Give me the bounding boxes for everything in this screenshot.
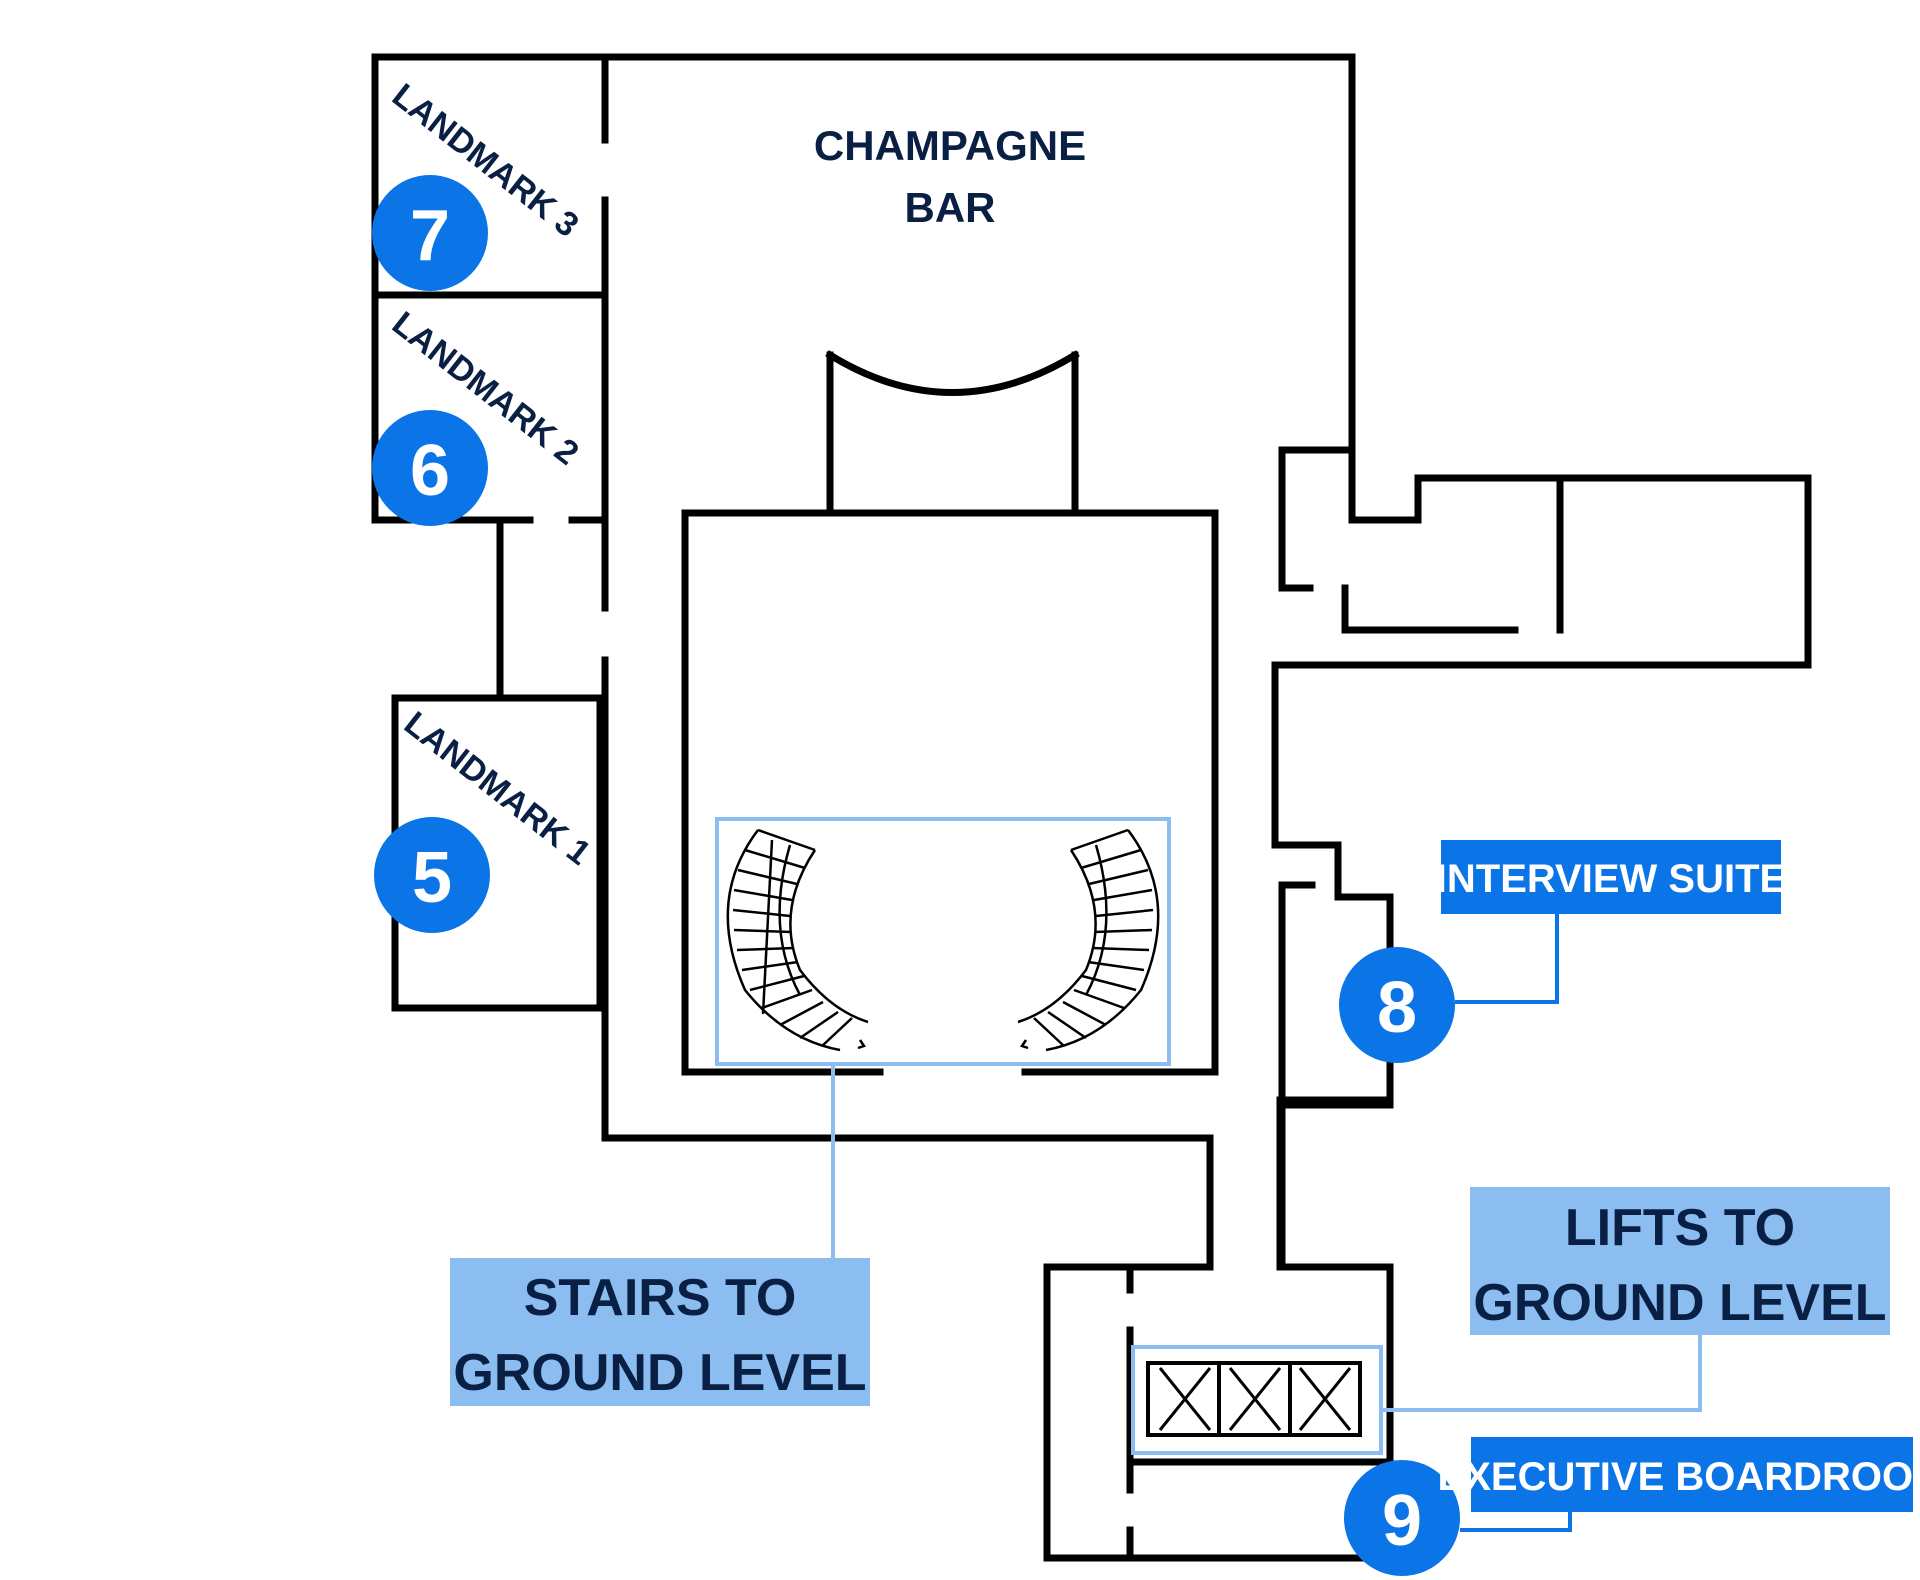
lifts-leader-line <box>1381 1335 1702 1412</box>
wall-interview-inner <box>1278 881 1316 1271</box>
executive-boardroom-label: EXECUTIVE BOARDROOM <box>1438 1455 1920 1499</box>
lifts-label-line2: GROUND LEVEL <box>1473 1274 1886 1332</box>
walls <box>371 53 1812 1562</box>
executive-boardroom-callout: EXECUTIVE BOARDROOM <box>1438 1437 1920 1512</box>
svg-text:9: 9 <box>1382 1481 1422 1561</box>
svg-text:5: 5 <box>412 838 452 918</box>
wall-annex-west <box>1278 446 1356 592</box>
champagne-bar-label-line2: BAR <box>905 184 996 231</box>
interview-suite-label: INTERVIEW SUITE <box>1436 857 1786 901</box>
interview-leader-line <box>1455 912 1559 1004</box>
badge-5: 5 <box>374 817 490 933</box>
lifts-label-line1: LIFTS TO <box>1565 1199 1795 1257</box>
badge-9: 9 <box>1344 1460 1460 1576</box>
bar-counter-curve <box>825 350 1080 396</box>
stairs-right-icon <box>1017 828 1160 1052</box>
svg-text:8: 8 <box>1377 968 1417 1048</box>
stairs-callout: STAIRS TO GROUND LEVEL <box>450 1258 870 1406</box>
wall-annex-south <box>1341 584 1519 634</box>
badge-6: 6 <box>372 410 488 526</box>
svg-text:6: 6 <box>410 431 450 511</box>
stairs-label-line1: STAIRS TO <box>524 1269 797 1327</box>
boardroom-leader-line <box>1460 1512 1572 1532</box>
badge-7: 7 <box>372 175 488 291</box>
champagne-bar-label-line1: CHAMPAGNE <box>814 122 1086 169</box>
badge-8: 8 <box>1339 947 1455 1063</box>
stairs-left-icon <box>726 828 869 1052</box>
wall-atrium <box>681 509 1219 1076</box>
wall-south-corridor <box>601 694 1394 1562</box>
lifts-callout: LIFTS TO GROUND LEVEL <box>1470 1187 1890 1335</box>
lifts-highlight <box>1131 1345 1383 1455</box>
stairs-label-line2: GROUND LEVEL <box>453 1344 866 1402</box>
stairs-highlight <box>715 817 1171 1066</box>
interview-suite-callout: INTERVIEW SUITE <box>1436 840 1786 914</box>
wall-landmarks-left <box>371 53 534 524</box>
lifts-icon <box>1146 1361 1362 1437</box>
svg-text:7: 7 <box>410 196 450 276</box>
